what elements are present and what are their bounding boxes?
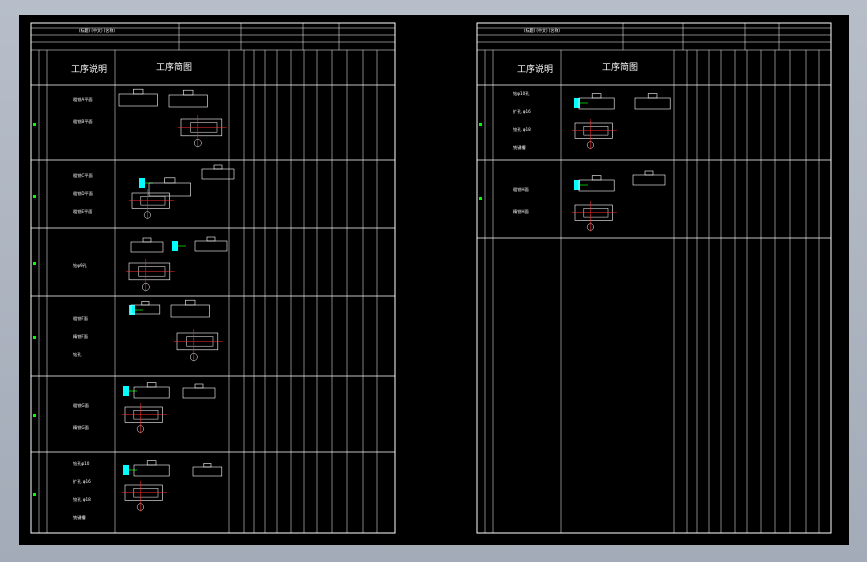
part-boss [194, 383, 204, 389]
part-outline [632, 174, 666, 186]
row-index-mark [33, 123, 36, 126]
part-boss [213, 164, 223, 170]
sheet2-col-step-header: 工序说明 [517, 63, 553, 75]
part-boss [146, 460, 157, 466]
part-outline [170, 304, 210, 318]
step-text: 粗铣D平面 [73, 190, 93, 197]
part-outline [133, 464, 170, 477]
step-text: 粗铣B平面 [73, 118, 93, 125]
step-text: 粗铣F面 [73, 315, 88, 322]
fixture-block [172, 241, 178, 251]
part-boss [133, 88, 144, 95]
row-index-mark [33, 336, 36, 339]
part-outline [130, 304, 161, 315]
sheet1-col-sketch-header: 工序简图 [156, 61, 192, 73]
part-boss [206, 236, 216, 242]
step-text: 精铣H面 [513, 208, 529, 215]
part-boss [591, 175, 602, 181]
part-outline [192, 466, 223, 477]
step-text: 粗铣E平面 [73, 208, 92, 215]
fixture-block [123, 465, 129, 475]
part-boss [203, 463, 212, 468]
step-text: 钻孔φ10 [73, 460, 90, 467]
row-index-mark [33, 414, 36, 417]
sheet2-header-text: (标题) (中文) (名称) [524, 27, 560, 33]
row-index-mark [479, 197, 482, 200]
step-text: 铣键槽 [513, 144, 526, 151]
row-index-mark [479, 123, 482, 126]
drawing-viewport[interactable]: (标题) (中文) (名称) (标题) (中文) (名称) 工序说明 工序简图 … [19, 15, 849, 545]
step-text: 粗铣G面 [73, 402, 89, 409]
fixture-block [139, 178, 145, 188]
step-text: 扩孔 φ16 [73, 478, 91, 485]
fixture-block [574, 98, 580, 108]
part-boss [644, 170, 654, 176]
part-outline [578, 97, 615, 110]
row-index-mark [33, 262, 36, 265]
drawing-canvas: (标题) (中文) (名称) (标题) (中文) (名称) 工序说明 工序简图 … [30, 22, 832, 534]
step-text: 精铣F面 [73, 333, 88, 340]
table-grid [31, 23, 831, 533]
step-text: 粗铣A平面 [73, 96, 93, 103]
part-outline [148, 182, 191, 197]
part-outline [118, 93, 158, 107]
step-text: 粗铣H面 [513, 186, 529, 193]
fixture-block [123, 386, 129, 396]
part-boss [164, 177, 176, 184]
part-boss [185, 299, 196, 306]
row-index-mark [33, 195, 36, 198]
process-sketches [118, 88, 671, 512]
step-text: 铰孔 φ18 [73, 496, 91, 503]
step-text: 精铣G面 [73, 424, 89, 431]
part-boss [647, 93, 658, 99]
sheet1-header-text: (标题) (中文) (名称) [79, 27, 115, 33]
part-outline [130, 241, 164, 253]
step-text: 铣键槽 [73, 514, 86, 521]
sheet1-border [30, 22, 396, 534]
part-outline [168, 94, 208, 108]
part-outline [634, 97, 671, 110]
step-text: 扩孔 φ16 [513, 108, 531, 115]
part-boss [146, 382, 157, 388]
step-text: 钻孔 [73, 351, 82, 358]
row-index-mark [33, 493, 36, 496]
step-text: 铰孔 φ18 [513, 126, 531, 133]
part-outline [182, 387, 216, 399]
sheet1-step-list: 粗铣A平面粗铣B平面粗铣C平面粗铣D平面粗铣E平面钻φ9孔粗铣F面精铣F面钻孔粗… [73, 96, 93, 521]
part-outline [133, 386, 170, 399]
step-text: 钻φ10孔 [513, 90, 530, 97]
sheet1-col-step-header: 工序说明 [71, 63, 107, 75]
fixture-block [129, 305, 135, 315]
step-text: 钻φ9孔 [73, 262, 88, 269]
part-boss [591, 93, 602, 99]
sheet2-border [476, 22, 832, 534]
fixture-block [574, 180, 580, 190]
step-text: 粗铣C平面 [73, 172, 93, 179]
part-boss [183, 89, 194, 96]
part-boss [141, 301, 150, 306]
part-outline [578, 179, 615, 192]
sheet2-col-sketch-header: 工序简图 [602, 61, 638, 73]
part-boss [142, 237, 152, 243]
part-outline [194, 240, 228, 252]
